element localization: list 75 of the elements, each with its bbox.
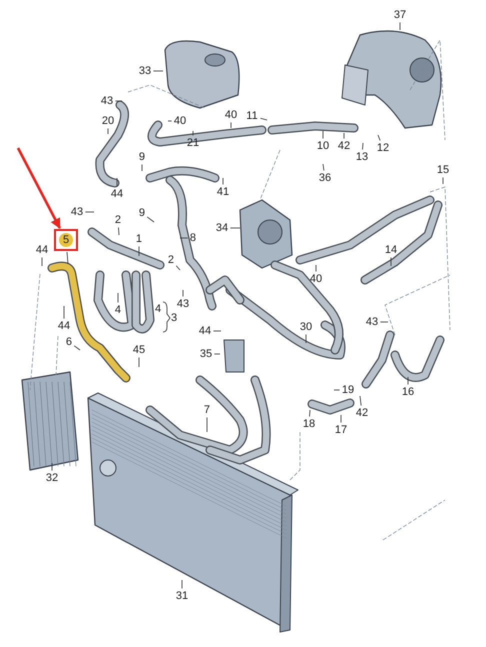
callout-number: 2 bbox=[166, 254, 176, 266]
leader-line bbox=[362, 142, 364, 150]
leader-line bbox=[230, 122, 232, 128]
callout-number: 16 bbox=[400, 386, 416, 398]
leader-line bbox=[115, 100, 122, 102]
callout-number: 43 bbox=[176, 298, 190, 310]
callout-number: 40 bbox=[308, 272, 324, 286]
callout-number: 18 bbox=[302, 418, 316, 430]
leader-line bbox=[66, 252, 68, 264]
leader-line bbox=[378, 134, 381, 141]
callout-number: 32 bbox=[44, 472, 60, 484]
leader-line bbox=[390, 257, 392, 266]
callout-number: 7 bbox=[202, 404, 212, 416]
callout-number: 40 bbox=[224, 108, 238, 122]
callout-number: 12 bbox=[376, 142, 390, 154]
callout-number: 11 bbox=[244, 110, 260, 122]
callout-number: 13 bbox=[354, 150, 370, 164]
arrow bbox=[16, 147, 61, 229]
leader-line bbox=[116, 178, 118, 187]
callout-number: 9 bbox=[138, 150, 146, 164]
callout-number: 15 bbox=[436, 164, 450, 176]
callout-number: 43 bbox=[100, 94, 114, 108]
callout-number: 43 bbox=[70, 206, 84, 218]
callout-number: 4 bbox=[114, 304, 122, 316]
leader-line bbox=[340, 414, 342, 423]
leader-line bbox=[192, 130, 194, 136]
callout-number: 44 bbox=[34, 244, 50, 256]
callout-number: 20 bbox=[100, 114, 116, 128]
callout-number: 44 bbox=[56, 320, 72, 332]
leader-line bbox=[138, 246, 140, 256]
leader-line bbox=[322, 164, 324, 171]
callout-number: 2 bbox=[114, 214, 122, 226]
callout-number: 43 bbox=[364, 316, 380, 328]
leader-line bbox=[213, 330, 222, 332]
callout-number: 30 bbox=[298, 320, 314, 334]
callout-number: 45 bbox=[132, 344, 146, 356]
leader-line bbox=[182, 290, 184, 297]
callout-number: 44 bbox=[110, 188, 124, 200]
leader-line bbox=[206, 417, 208, 432]
callout-number: 42 bbox=[336, 140, 352, 152]
callout-number: 40 bbox=[172, 114, 188, 128]
callout-number: 35 bbox=[198, 348, 214, 360]
leader-line bbox=[153, 70, 164, 72]
callout-number: 19 bbox=[340, 384, 356, 396]
callout-number: 10 bbox=[316, 140, 330, 152]
callout-number: 17 bbox=[334, 424, 348, 436]
leader-line bbox=[222, 178, 224, 185]
leader-line bbox=[360, 396, 362, 406]
callout-number: 6 bbox=[64, 336, 74, 348]
leader-line bbox=[260, 118, 268, 120]
leader-line bbox=[118, 227, 120, 236]
callout-number: 41 bbox=[216, 186, 230, 198]
leader-line bbox=[322, 130, 324, 139]
callout-number: 36 bbox=[318, 172, 332, 184]
callout-number: 1 bbox=[134, 232, 144, 246]
callout-number: 14 bbox=[384, 244, 398, 256]
callout-number: 33 bbox=[138, 64, 152, 78]
leader-line bbox=[168, 120, 172, 122]
highlight-frame bbox=[54, 229, 78, 251]
callout-number: 44 bbox=[198, 324, 212, 338]
callout-number: 37 bbox=[392, 8, 408, 22]
callout-number: 34 bbox=[214, 222, 230, 234]
callout-number: 31 bbox=[174, 590, 190, 602]
leader-line bbox=[74, 345, 80, 350]
callout-number: 9 bbox=[138, 206, 146, 220]
leader-line bbox=[309, 410, 310, 417]
callout-number: 3 bbox=[170, 312, 178, 324]
callout-number: 8 bbox=[188, 232, 198, 244]
callout-number: 4 bbox=[154, 302, 162, 316]
callout-number: 5 bbox=[59, 233, 73, 247]
callout-number: 42 bbox=[354, 406, 370, 420]
leader-line bbox=[176, 265, 180, 270]
leader-line bbox=[146, 216, 154, 222]
leader-line bbox=[442, 177, 444, 184]
leader-line bbox=[138, 357, 140, 368]
